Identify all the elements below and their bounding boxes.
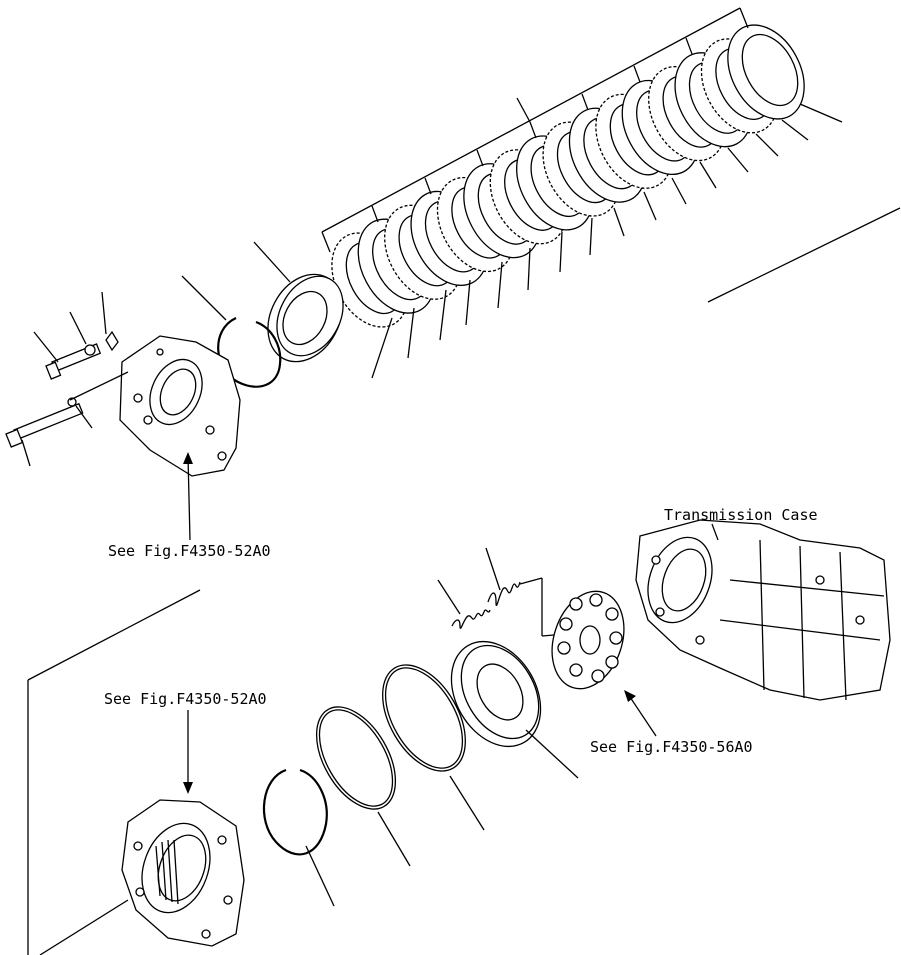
bolt-long xyxy=(5,402,84,467)
washer-small xyxy=(69,311,96,356)
assembly-axis-lines xyxy=(27,589,201,955)
transmission-case-label: Transmission Case xyxy=(664,506,818,524)
seal-ring-medium xyxy=(315,706,411,867)
see-fig-label-mid: See Fig.F4350-52A0 xyxy=(104,690,267,708)
spring-large xyxy=(485,547,567,637)
piston-lower xyxy=(450,640,579,779)
rear-housing xyxy=(121,710,245,947)
clutch-plate xyxy=(727,24,805,120)
transmission-case xyxy=(635,519,891,701)
lock-plate xyxy=(101,291,119,352)
snap-ring-lower xyxy=(262,768,335,907)
clutch-plate-stack xyxy=(331,24,805,328)
spring-retainer-plate xyxy=(551,590,657,737)
seal-ring-large xyxy=(382,664,485,831)
snap-ring-upper xyxy=(181,275,282,388)
piston-ring-upper xyxy=(253,241,344,363)
plate-group-bracket xyxy=(321,7,749,253)
stack-leader-lines xyxy=(371,103,901,379)
spring-small xyxy=(437,579,491,629)
see-fig-label-top: See Fig.F4350-52A0 xyxy=(108,542,271,560)
axis-line-left xyxy=(69,371,129,401)
see-fig-label-right: See Fig.F4350-56A0 xyxy=(590,738,753,756)
front-cover-housing xyxy=(119,335,241,541)
